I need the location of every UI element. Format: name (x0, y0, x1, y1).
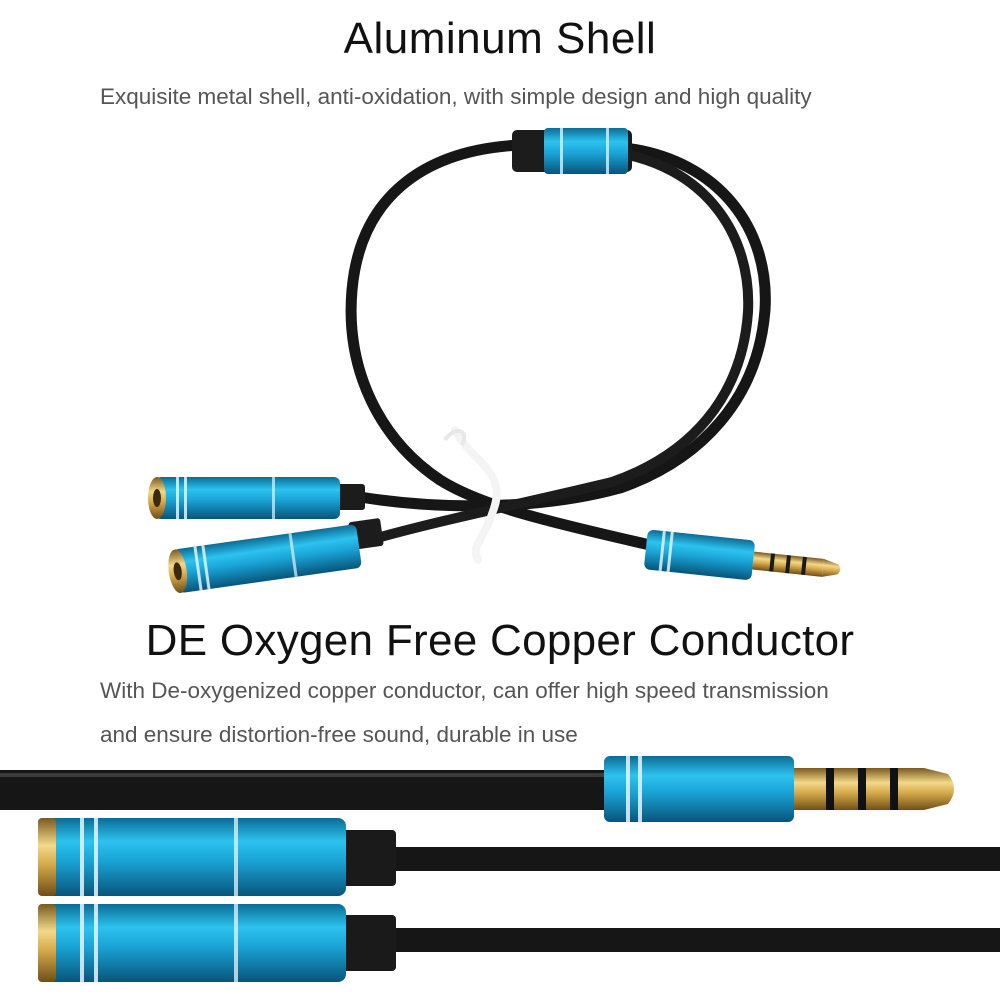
section-description-aluminum-shell: Exquisite metal shell, anti-oxidation, w… (100, 84, 812, 109)
jack-closeup-image (0, 756, 1000, 982)
section-title-aluminum-shell: Aluminum Shell (343, 14, 657, 63)
section-description-copper-line2: and ensure distortion-free sound, durabl… (100, 722, 578, 747)
section-description-copper-line1: With De-oxygenized copper conductor, can… (100, 678, 829, 703)
section-title-copper-conductor: DE Oxygen Free Copper Conductor (145, 616, 855, 665)
